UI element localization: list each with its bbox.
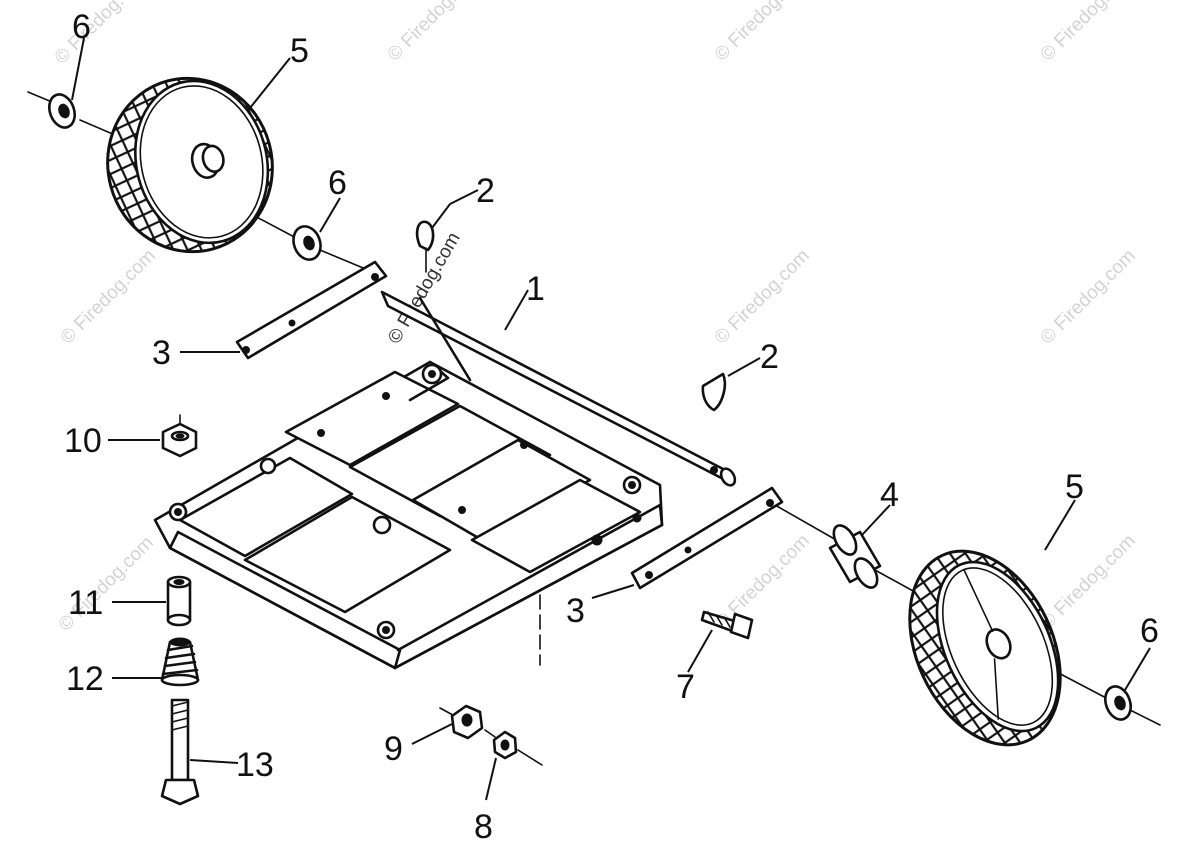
washer-middle (292, 225, 322, 261)
callout-wheel-lower-right: 5 (1065, 468, 1084, 506)
axle-bracket-left (235, 260, 388, 360)
callout-labels: 6 5 6 2 1 3 2 4 5 6 3 7 10 11 12 13 9 8 (64, 8, 1159, 846)
nut (450, 704, 484, 740)
cotter-pin-upper (415, 220, 435, 273)
watermark-3: © Firedog.com (711, 0, 814, 66)
watermark-6: © Firedog.com (711, 245, 814, 348)
frame-rod (380, 290, 737, 487)
callout-wheel-upper-left: 5 (290, 32, 309, 70)
sleeve (166, 575, 192, 627)
callout-hex-nut: 10 (64, 422, 102, 460)
callout-nut: 9 (384, 730, 403, 768)
callout-axle-bracket-left: 3 (152, 334, 171, 372)
spring (160, 637, 200, 687)
wheel-lower-right (908, 549, 1062, 747)
callout-lock-nut-partial: 8 (474, 808, 493, 846)
callout-washer-top: 6 (72, 8, 91, 46)
callout-sleeve: 11 (68, 584, 103, 622)
wheel-upper-left (106, 76, 274, 254)
watermark-4: © Firedog.com (1037, 0, 1140, 66)
axle-bracket-right (630, 486, 784, 590)
spacer (828, 524, 882, 589)
base-plate (153, 296, 664, 670)
watermark-2: © Firedog.com (384, 0, 487, 66)
leader-lines (71, 37, 1151, 801)
watermark-5: © Firedog.com (57, 245, 160, 348)
callout-spacer: 4 (880, 476, 899, 514)
callout-bolt: 7 (676, 668, 695, 706)
callout-spring: 12 (66, 660, 104, 698)
callout-axle-bracket-right: 3 (566, 592, 585, 630)
watermark-1: © Firedog.com (51, 0, 154, 69)
lock-nut (492, 730, 518, 760)
bolt (700, 610, 754, 640)
callout-washer-middle: 6 (328, 164, 347, 202)
washer-right (1104, 685, 1132, 721)
cotter-pin-right (701, 372, 727, 412)
hex-nut (161, 422, 198, 458)
callout-cotter-pin-upper: 2 (476, 172, 495, 210)
watermark-7: © Firedog.com (1037, 245, 1140, 348)
shoulder-bolt (160, 698, 200, 806)
callout-washer-right: 6 (1140, 612, 1159, 650)
callout-shoulder-bolt: 13 (236, 746, 274, 784)
callout-cotter-pin-right: 2 (760, 338, 779, 376)
callout-frame: 1 (526, 270, 545, 308)
watermark-11: © Firedog.com (1037, 530, 1140, 633)
washer-top (48, 93, 76, 129)
